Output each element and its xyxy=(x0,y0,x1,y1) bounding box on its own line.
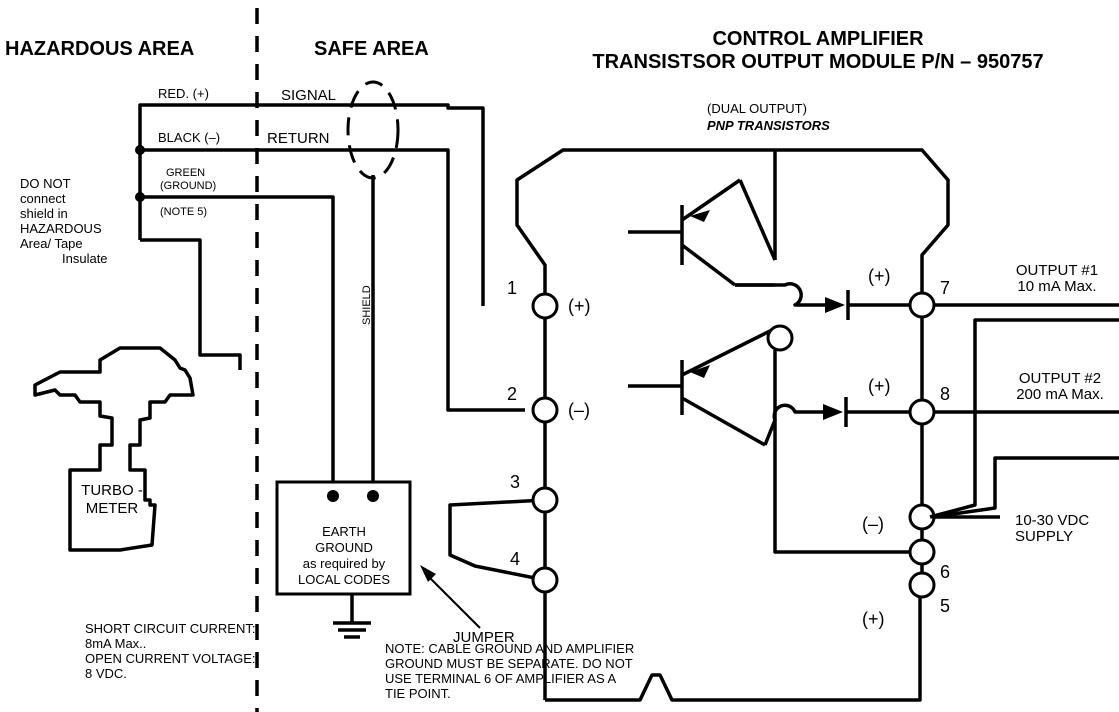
output-1-path xyxy=(735,282,910,320)
terminal-5 xyxy=(908,571,936,599)
output-2-polarity: (+) xyxy=(868,376,891,396)
negative-polarity: (–) xyxy=(862,514,884,534)
module-outline xyxy=(515,148,950,292)
terminal-6-number: 6 xyxy=(940,562,950,582)
svg-text:Insulate: Insulate xyxy=(62,251,108,266)
output-1-rating: 10 mA Max. xyxy=(1017,278,1096,295)
terminal-3 xyxy=(531,486,559,514)
turbometer-icon: TURBO - METER xyxy=(33,346,195,552)
terminal-8-number: 8 xyxy=(940,384,950,404)
jumper-label: JUMPER xyxy=(453,629,515,646)
svg-text:as required by: as required by xyxy=(303,556,386,571)
module-bottom-wire xyxy=(545,585,922,702)
svg-text:LOCAL CODES: LOCAL CODES xyxy=(298,572,390,587)
terminal-1 xyxy=(531,292,559,320)
shield-label: SHIELD xyxy=(361,285,373,325)
terminal-4-number: 4 xyxy=(510,549,520,569)
ground-terminal-dot xyxy=(327,490,339,502)
red-wire xyxy=(138,103,485,306)
ground-separation-note: NOTE: CABLE GROUND AND AMPLIFIER GROUND … xyxy=(385,641,634,701)
svg-text:OPEN CURRENT VOLTAGE:: OPEN CURRENT VOLTAGE: xyxy=(85,651,255,666)
svg-text:connect: connect xyxy=(20,191,66,206)
dual-output-label: (DUAL OUTPUT) xyxy=(707,101,807,116)
black-wire-label: BLACK (–) xyxy=(158,130,220,145)
output-2-return-wire xyxy=(931,456,1119,519)
svg-text:8 VDC.: 8 VDC. xyxy=(85,666,127,681)
earth-ground-box: EARTH GROUND as required by LOCAL CODES xyxy=(275,480,412,596)
terminal-1-polarity: (+) xyxy=(568,296,591,316)
supply-label: SUPPLY xyxy=(1015,528,1073,545)
terminal-7 xyxy=(908,291,936,319)
green-wire-label-2: (GROUND) xyxy=(160,180,216,192)
svg-text:GROUND: GROUND xyxy=(315,540,373,555)
terminal-1-number: 1 xyxy=(507,278,517,298)
terminal-2-number: 2 xyxy=(507,384,517,404)
svg-text:GROUND MUST BE SEPARATE. DO NO: GROUND MUST BE SEPARATE. DO NOT xyxy=(385,656,633,671)
shield-note: DO NOT connect shield in HAZARDOUS Area/… xyxy=(20,176,108,266)
output-1-polarity: (+) xyxy=(868,266,891,286)
output-2-rating: 200 mA Max. xyxy=(1016,386,1104,403)
note5-label: (NOTE 5) xyxy=(160,206,207,218)
title-line-1: CONTROL AMPLIFIER xyxy=(712,28,924,50)
output-2-label: OUTPUT #2 xyxy=(1019,370,1101,387)
svg-text:8mA Max..: 8mA Max.. xyxy=(85,636,146,651)
terminal-2-polarity: (–) xyxy=(568,400,590,420)
shield-terminal-dot xyxy=(367,490,379,502)
output-2-path xyxy=(763,397,910,446)
pnp-transistors-label: PNP TRANSISTORS xyxy=(707,118,830,133)
svg-text:METER: METER xyxy=(86,500,139,517)
terminal-5-number: 5 xyxy=(940,596,950,616)
safe-area-heading: SAFE AREA xyxy=(314,38,429,60)
pnp-transistor-2-icon xyxy=(628,328,773,447)
internal-node xyxy=(766,324,794,352)
turbometer-signal-wire xyxy=(140,238,242,370)
output-1-return-wire xyxy=(929,318,1119,519)
terminal-2 xyxy=(531,396,559,424)
jumper-arrowhead xyxy=(420,565,436,582)
terminal-6 xyxy=(908,538,936,566)
svg-text:SHORT CIRCUIT CURRENT:: SHORT CIRCUIT CURRENT: xyxy=(85,621,255,636)
earth-ground-icon xyxy=(333,594,371,639)
svg-text:DO NOT: DO NOT xyxy=(20,176,71,191)
svg-text:Area/ Tape: Area/ Tape xyxy=(20,236,83,251)
jumper-wire xyxy=(448,498,546,582)
signal-label: SIGNAL xyxy=(281,87,336,104)
svg-text:USE TERMINAL 6 OF AMPLIFIER AS: USE TERMINAL 6 OF AMPLIFIER AS A xyxy=(385,671,617,686)
green-wire-label-1: GREEN xyxy=(166,167,205,179)
svg-text:TURBO -: TURBO - xyxy=(81,482,143,499)
svg-text:EARTH: EARTH xyxy=(322,524,366,539)
svg-text:TIE POINT.: TIE POINT. xyxy=(385,686,451,701)
short-circuit-note: SHORT CIRCUIT CURRENT: 8mA Max.. OPEN CU… xyxy=(85,621,255,681)
terminal-8 xyxy=(908,398,936,426)
terminal-7-number: 7 xyxy=(940,278,950,298)
pnp-transistor-1-icon xyxy=(628,178,777,287)
svg-text:NOTE: CABLE GROUND AND AMPLIFI: NOTE: CABLE GROUND AND AMPLIFIER xyxy=(385,641,634,656)
node-to-supply xyxy=(773,350,922,554)
junction-dot-green xyxy=(135,192,145,202)
black-wire xyxy=(140,148,525,412)
return-label: RETURN xyxy=(267,130,330,147)
svg-text:shield in: shield in xyxy=(20,206,68,221)
junction-dot-black xyxy=(135,145,145,155)
output-1-label: OUTPUT #1 xyxy=(1016,262,1098,279)
shield-ellipse xyxy=(346,80,400,180)
red-wire-label: RED. (+) xyxy=(158,86,209,101)
title-line-2: TRANSISTSOR OUTPUT MODULE P/N – 950757 xyxy=(592,51,1043,73)
terminal-3-number: 3 xyxy=(510,472,520,492)
svg-text:HAZARDOUS: HAZARDOUS xyxy=(20,221,102,236)
green-ground-wire xyxy=(140,195,335,494)
supply-voltage-label: 10-30 VDC xyxy=(1015,512,1089,529)
hazardous-area-heading: HAZARDOUS AREA xyxy=(5,38,194,60)
terminal-4 xyxy=(531,566,559,594)
jumper-pointer xyxy=(426,574,481,629)
positive-polarity: (+) xyxy=(862,609,885,629)
